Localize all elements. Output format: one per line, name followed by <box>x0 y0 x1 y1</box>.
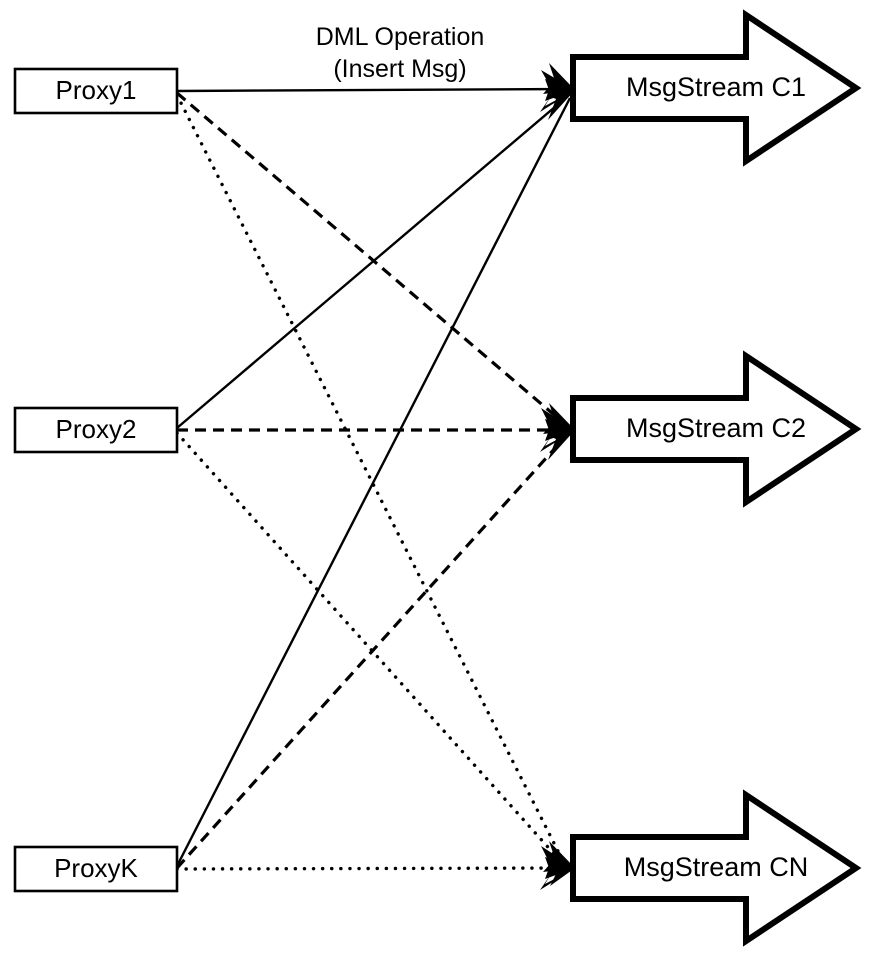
arrowhead-barb-icon <box>548 403 575 430</box>
edge-caption-group: DML Operation (Insert Msg) <box>316 23 485 83</box>
edge-proxyk-to-stream-c1 <box>175 97 572 867</box>
stream-c2-label: MsgStream C2 <box>626 413 806 443</box>
edge-proxy1-to-stream-cn <box>175 93 566 865</box>
arrowhead-layer <box>540 63 575 890</box>
proxy-node-k[interactable]: ProxyK <box>13 845 179 893</box>
proxyk-box-shape <box>13 845 179 893</box>
edge-caption-line1: DML Operation <box>316 23 485 51</box>
proxy-node-2[interactable]: Proxy2 <box>13 406 179 454</box>
arrowhead-stream-cn <box>540 841 575 890</box>
arrowhead-barb-icon <box>548 63 575 90</box>
proxyk-label: ProxyK <box>54 853 138 883</box>
edge-proxyk-to-stream-c2 <box>175 434 568 870</box>
arrowhead-barb-icon <box>548 430 575 460</box>
stream-layer: MsgStream C1 MsgStream C2 MsgStream CN <box>570 9 862 947</box>
proxy-layer: Proxy1 Proxy2 ProxyK <box>13 67 179 893</box>
arrowhead-stream-c2 <box>540 403 575 460</box>
stream-node-c1[interactable]: MsgStream C1 <box>570 9 862 167</box>
stream-c1-label: MsgStream C1 <box>626 72 806 102</box>
edge-proxy2-to-stream-c1 <box>176 94 570 429</box>
stream-node-c2[interactable]: MsgStream C2 <box>570 350 862 508</box>
edge-layer <box>175 87 572 871</box>
arrowhead-barb-icon <box>550 868 575 886</box>
proxy1-box-shape <box>13 67 179 115</box>
proxy1-label: Proxy1 <box>56 75 137 105</box>
block-arrow-shape-icon <box>570 350 862 508</box>
arrowhead-stream-c1 <box>540 63 575 120</box>
arrowhead-barb-icon <box>548 841 575 868</box>
arrowhead-barb-icon <box>548 90 575 120</box>
edge-proxy2-to-stream-cn <box>175 431 566 867</box>
edge-proxy1-to-stream-c2 <box>175 91 568 427</box>
edge-proxy1-to-stream-c1 <box>176 87 571 93</box>
block-arrow-shape-icon <box>570 9 862 167</box>
proxy2-label: Proxy2 <box>56 414 137 444</box>
proxy-node-1[interactable]: Proxy1 <box>13 67 179 115</box>
block-arrow-shape-icon <box>570 789 862 947</box>
edge-caption-line2: (Insert Msg) <box>333 55 466 83</box>
proxy2-box-shape <box>13 406 179 454</box>
stream-node-cn[interactable]: MsgStream CN <box>570 789 862 947</box>
edge-proxyk-to-stream-cn <box>175 866 566 871</box>
stream-cn-label: MsgStream CN <box>624 852 809 882</box>
